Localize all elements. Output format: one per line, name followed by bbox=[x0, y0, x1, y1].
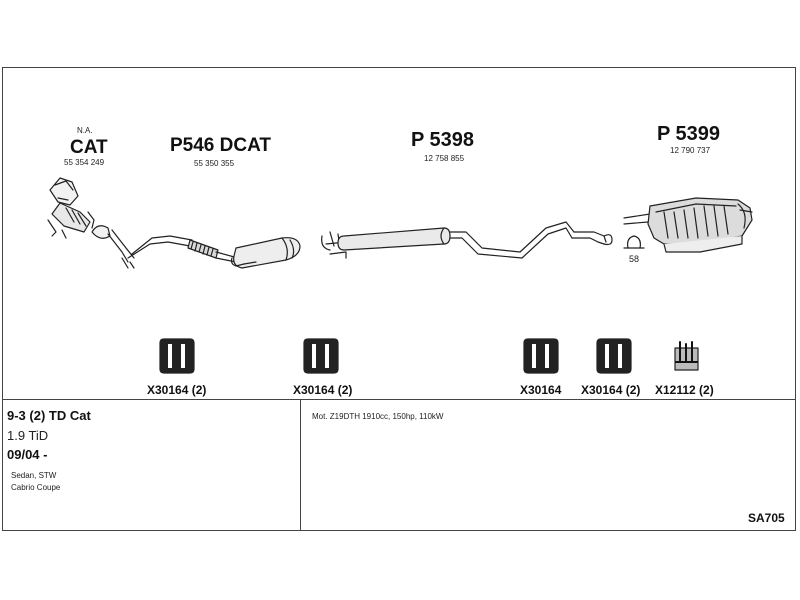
dcat-part-number: 55 350 355 bbox=[194, 159, 235, 168]
vehicle-model: 9-3 (2) TD Cat bbox=[7, 408, 91, 423]
mount-label-3: X30164 bbox=[520, 383, 562, 397]
mount-label-1: X30164 (2) bbox=[147, 383, 207, 397]
catalytic-converter-icon bbox=[47, 177, 95, 239]
p5398-title: P 5398 bbox=[411, 129, 475, 151]
diagram-frame bbox=[2, 67, 796, 531]
mount-label-4: X30164 (2) bbox=[581, 383, 641, 397]
middle-silencer-icon bbox=[321, 221, 613, 259]
dcat-title: P546 DCAT bbox=[170, 135, 272, 156]
rear-silencer-icon bbox=[623, 197, 753, 253]
vehicle-body-2: Cabrio Coupe bbox=[11, 483, 61, 492]
info-divider-vertical bbox=[300, 399, 301, 531]
flex-joint-icon bbox=[187, 239, 239, 263]
hanger-58-icon bbox=[623, 235, 645, 249]
mount-label-5: X12112 (2) bbox=[655, 383, 714, 397]
diagram-code: SA705 bbox=[748, 511, 785, 525]
motor-info: Mot. Z19DTH 1910cc, 150hp, 110kW bbox=[312, 412, 444, 421]
hanger-label: 58 bbox=[629, 254, 640, 264]
mount-label-2: X30164 (2) bbox=[293, 383, 353, 397]
p5399-part-number: 12 790 737 bbox=[670, 146, 711, 155]
vehicle-date: 09/04 - bbox=[7, 447, 48, 462]
info-divider-horizontal bbox=[2, 399, 796, 400]
p5399-title: P 5399 bbox=[657, 123, 721, 145]
vehicle-body-1: Sedan, STW bbox=[11, 471, 57, 480]
dpf-converter-icon bbox=[230, 237, 301, 269]
cat-note: N.A. bbox=[77, 126, 93, 135]
cat-title: CAT bbox=[70, 137, 108, 158]
rubber-mount-icon bbox=[303, 338, 339, 374]
clamp-icon bbox=[674, 341, 699, 371]
p5398-part-number: 12 758 855 bbox=[424, 154, 465, 163]
rubber-mount-icon bbox=[596, 338, 632, 374]
rubber-mount-icon bbox=[523, 338, 559, 374]
front-pipe-icon bbox=[91, 225, 193, 269]
rubber-mount-icon bbox=[159, 338, 195, 374]
cat-part-number: 55 354 249 bbox=[64, 158, 105, 167]
vehicle-engine: 1.9 TiD bbox=[7, 428, 49, 443]
